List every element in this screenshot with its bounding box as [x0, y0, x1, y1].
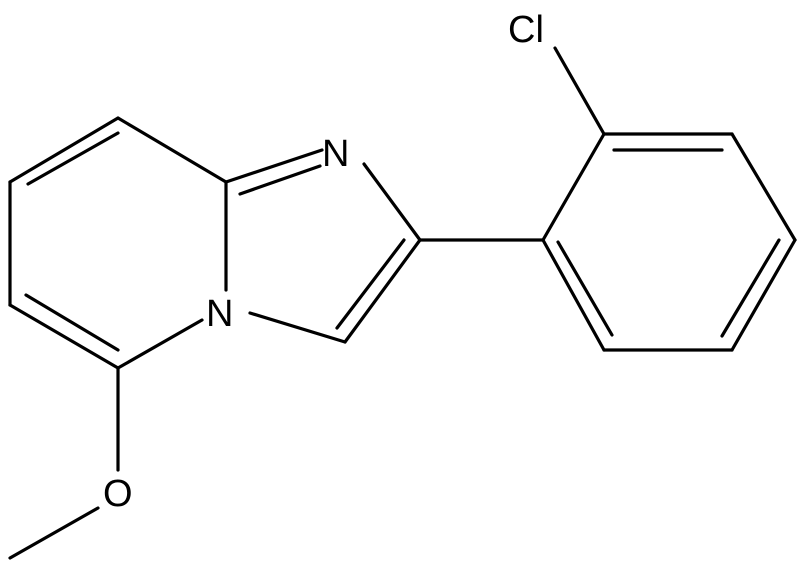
- bond-c3-n4: [248, 311, 347, 344]
- bond-c7-c8-inner: [26, 131, 120, 186]
- bond-ph6-ph1: [541, 238, 606, 352]
- bond-c8a-n1-inner: [238, 164, 322, 196]
- bond-c-cl: [553, 46, 606, 136]
- bond-c2-c3: [343, 238, 422, 344]
- bond-c8a-n1: [224, 148, 324, 184]
- bond-ph4-ph5: [730, 238, 797, 352]
- bond-c8-c8a: [116, 116, 228, 184]
- atom-label-oxygen: O: [103, 473, 133, 515]
- bond-c5-c6-inner: [24, 293, 120, 352]
- bond-c2-c3-inner: [335, 238, 406, 330]
- atom-label-nitrogen-imine: N: [322, 133, 349, 175]
- bond-o-ch3: [8, 506, 100, 560]
- bond-c7-c8: [8, 116, 120, 184]
- bond-ph1-ph2: [541, 132, 606, 242]
- bond-n1-c2: [362, 162, 422, 242]
- bond-ph6-ph1-inner: [556, 240, 614, 337]
- atom-label-chlorine: Cl: [508, 9, 544, 51]
- bond-ph4-ph5-inner: [720, 238, 781, 338]
- atom-label-nitrogen-bridge: N: [206, 293, 233, 335]
- bond-n4-c5: [116, 318, 204, 370]
- bond-ph3-ph4: [730, 132, 797, 242]
- bond-c5-c6: [8, 303, 120, 370]
